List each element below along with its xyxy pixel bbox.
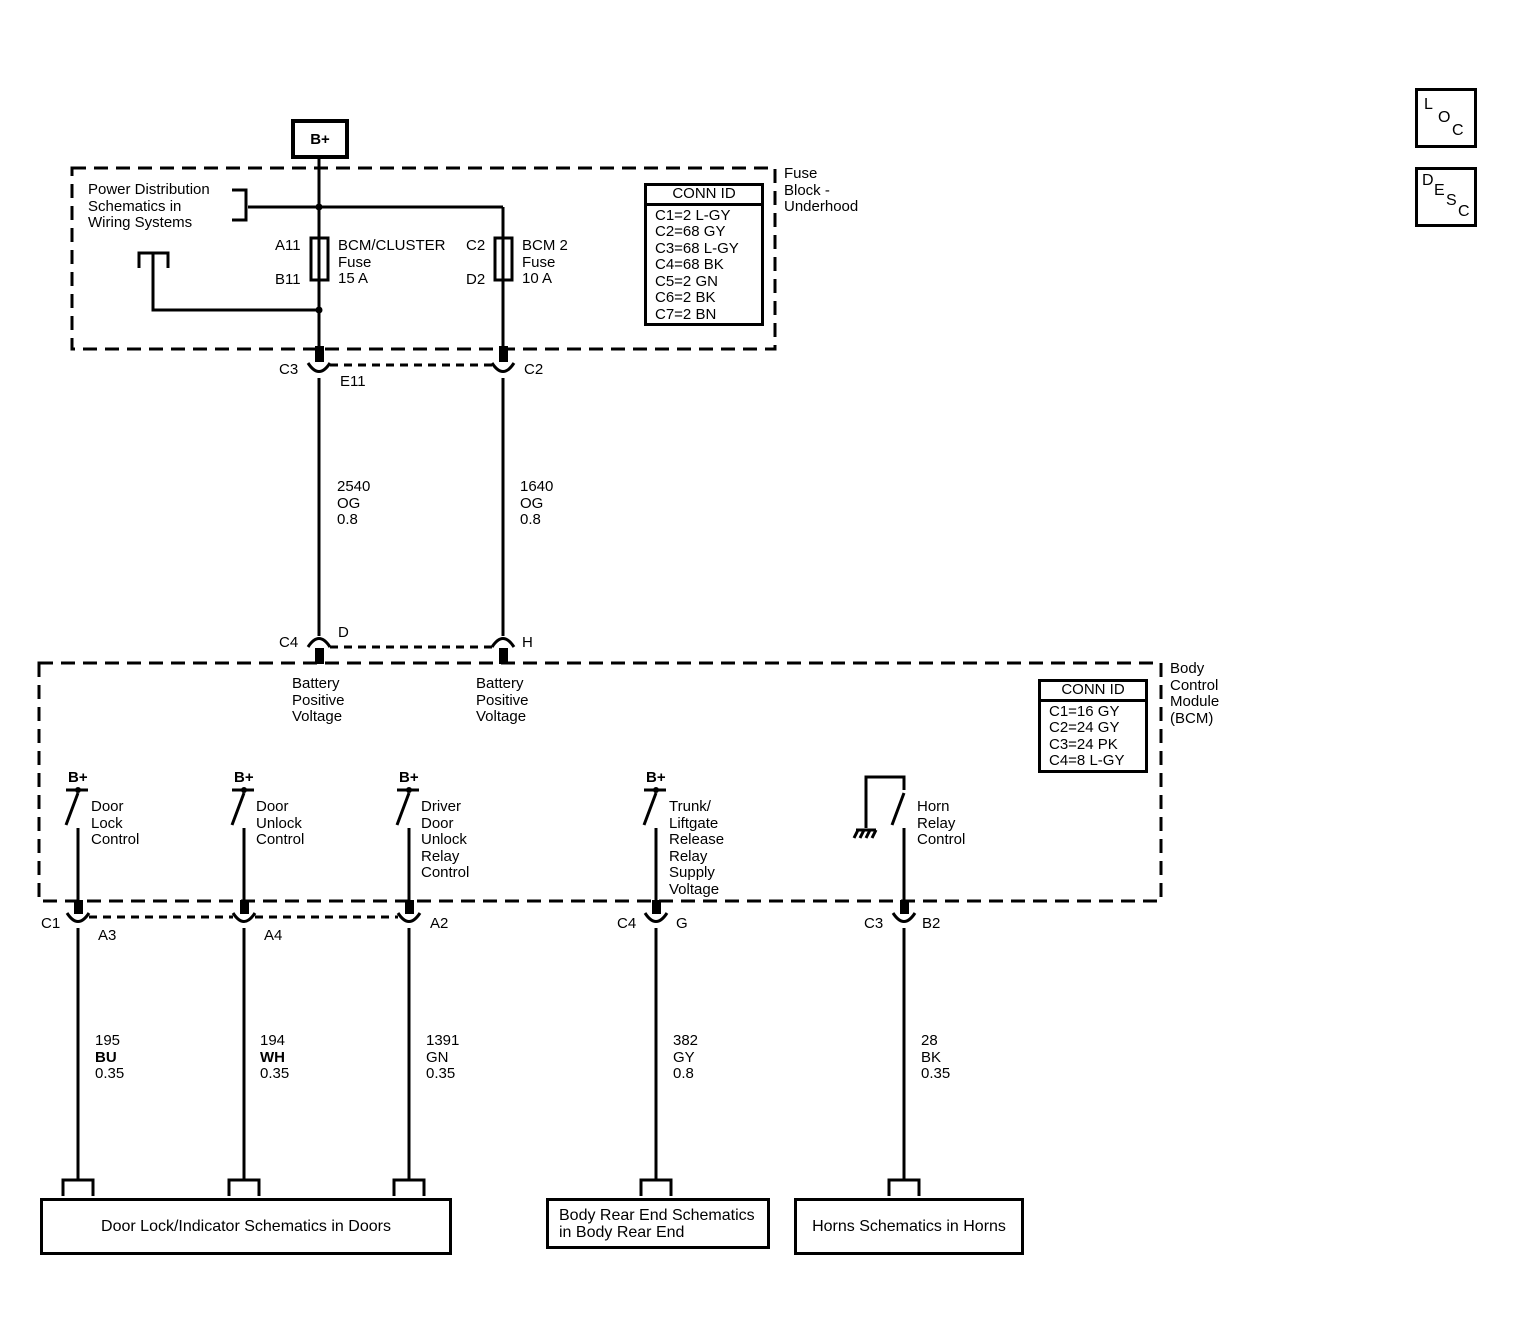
body-rear-end-schematics-link[interactable]: Body Rear End Schematics in Body Rear En… xyxy=(546,1198,770,1249)
pin-label: D xyxy=(338,624,349,641)
loc-button[interactable]: L O C xyxy=(1415,88,1477,148)
connector-label: C4 xyxy=(279,634,299,651)
desc-letter-e: E xyxy=(1434,182,1445,199)
destination-label: Door Lock/Indicator Schematics in Doors xyxy=(101,1218,391,1235)
pin-label: E11 xyxy=(340,373,366,390)
fuse-block-outline xyxy=(70,166,777,351)
supply-label: B+ xyxy=(646,769,666,786)
battery-source-label: B+ xyxy=(310,130,330,148)
loc-letter-c: C xyxy=(1452,122,1464,139)
bcm-conn-id: CONN ID C1=16 GY C2=24 GY C3=24 PK C4=8 … xyxy=(1038,679,1148,773)
pin-label: A2 xyxy=(430,915,449,932)
supply-label: B+ xyxy=(68,769,88,786)
bcm-outline xyxy=(37,661,1163,903)
desc-button[interactable]: D E S C xyxy=(1415,167,1477,227)
supply-label: B+ xyxy=(399,769,419,786)
connector-label: C1 xyxy=(41,915,61,932)
fuse1-pin-out: B11 xyxy=(275,271,301,288)
loc-letter-o: O xyxy=(1438,109,1451,126)
fuse2-pin-out: D2 xyxy=(466,271,486,288)
desc-letter-c: C xyxy=(1458,203,1470,220)
loc-letter-l: L xyxy=(1424,96,1433,113)
destination-label: Body Rear End Schematics in Body Rear En… xyxy=(559,1206,755,1241)
connector-label: C4 xyxy=(617,915,637,932)
pin-label: A4 xyxy=(264,927,283,944)
fuse2-pin-in: C2 xyxy=(466,237,486,254)
conn-id-title: CONN ID xyxy=(647,185,761,206)
connector-label: C3 xyxy=(864,915,884,932)
desc-letter-s: S xyxy=(1446,192,1457,209)
door-lock-schematics-link[interactable]: Door Lock/Indicator Schematics in Doors xyxy=(40,1198,452,1255)
connector-label: C3 xyxy=(279,361,299,378)
horns-schematics-link[interactable]: Horns Schematics in Horns xyxy=(794,1198,1024,1255)
destination-label: Horns Schematics in Horns xyxy=(812,1218,1006,1235)
connector-label: C2 xyxy=(524,361,544,378)
pin-label: A3 xyxy=(98,927,117,944)
fuse-block-conn-id: CONN ID C1=2 L-GY C2=68 GY C3=68 L-GY C4… xyxy=(644,183,764,326)
pin-label: H xyxy=(522,634,533,651)
pin-label: B2 xyxy=(922,915,941,932)
fuse1-pin-in: A11 xyxy=(275,237,301,254)
conn-id-title: CONN ID xyxy=(1041,681,1145,702)
pin-label: G xyxy=(676,915,688,932)
battery-source-box: B+ xyxy=(291,119,349,159)
desc-letter-d: D xyxy=(1422,172,1434,189)
supply-label: B+ xyxy=(234,769,254,786)
